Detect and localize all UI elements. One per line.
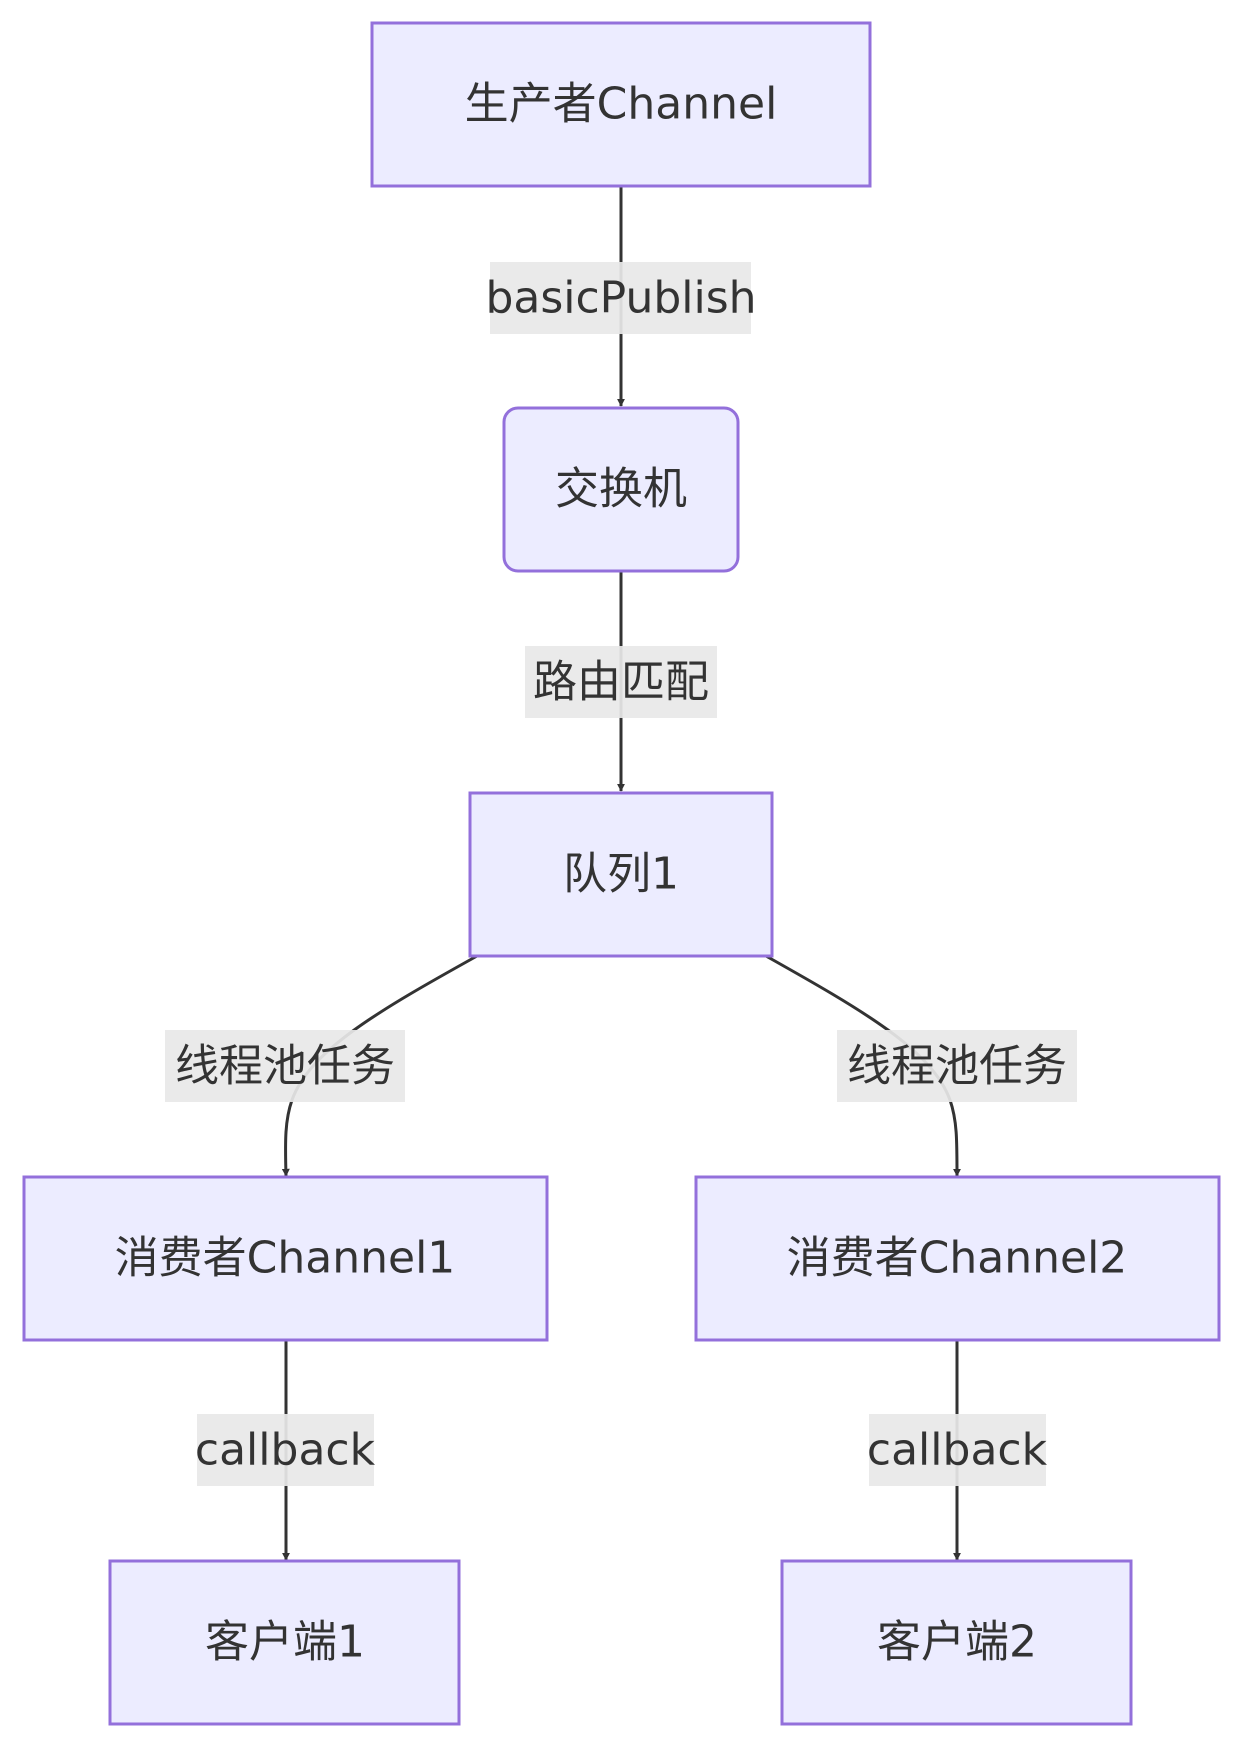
node-label: 队列1 — [563, 849, 679, 900]
edge-label-basicpublish: basicPublish — [485, 262, 757, 334]
node-label: 交换机 — [555, 464, 687, 515]
node-label: 消费者Channel1 — [115, 1233, 456, 1284]
node-label: 生产者Channel — [465, 79, 778, 130]
edge-label-callback-2: callback — [867, 1414, 1048, 1486]
edge-label-threadpool-task-2: 线程池任务 — [837, 1030, 1077, 1102]
node-consumer-channel-2: 消费者Channel2 — [694, 1175, 1221, 1342]
node-client-1: 客户端1 — [108, 1559, 461, 1726]
node-exchange: 交换机 — [502, 406, 740, 573]
node-label: 客户端1 — [205, 1617, 365, 1668]
node-producer-channel: 生产者Channel — [370, 21, 872, 188]
edge-label-text: 线程池任务 — [175, 1041, 395, 1092]
edge-label-text: basicPublish — [485, 273, 756, 324]
node-label: 消费者Channel2 — [787, 1233, 1128, 1284]
edge-label-routing-match: 路由匹配 — [525, 646, 717, 718]
edge-label-callback-1: callback — [195, 1414, 376, 1486]
node-label: 客户端2 — [877, 1617, 1037, 1668]
node-client-2: 客户端2 — [780, 1559, 1133, 1726]
edge-label-threadpool-task-1: 线程池任务 — [165, 1030, 405, 1102]
edge-label-text: callback — [195, 1425, 376, 1476]
edge-label-text: callback — [867, 1425, 1048, 1476]
edge-label-text: 线程池任务 — [847, 1041, 1067, 1092]
node-consumer-channel-1: 消费者Channel1 — [22, 1175, 549, 1342]
node-queue: 队列1 — [468, 791, 774, 958]
edge-label-text: 路由匹配 — [533, 657, 709, 708]
